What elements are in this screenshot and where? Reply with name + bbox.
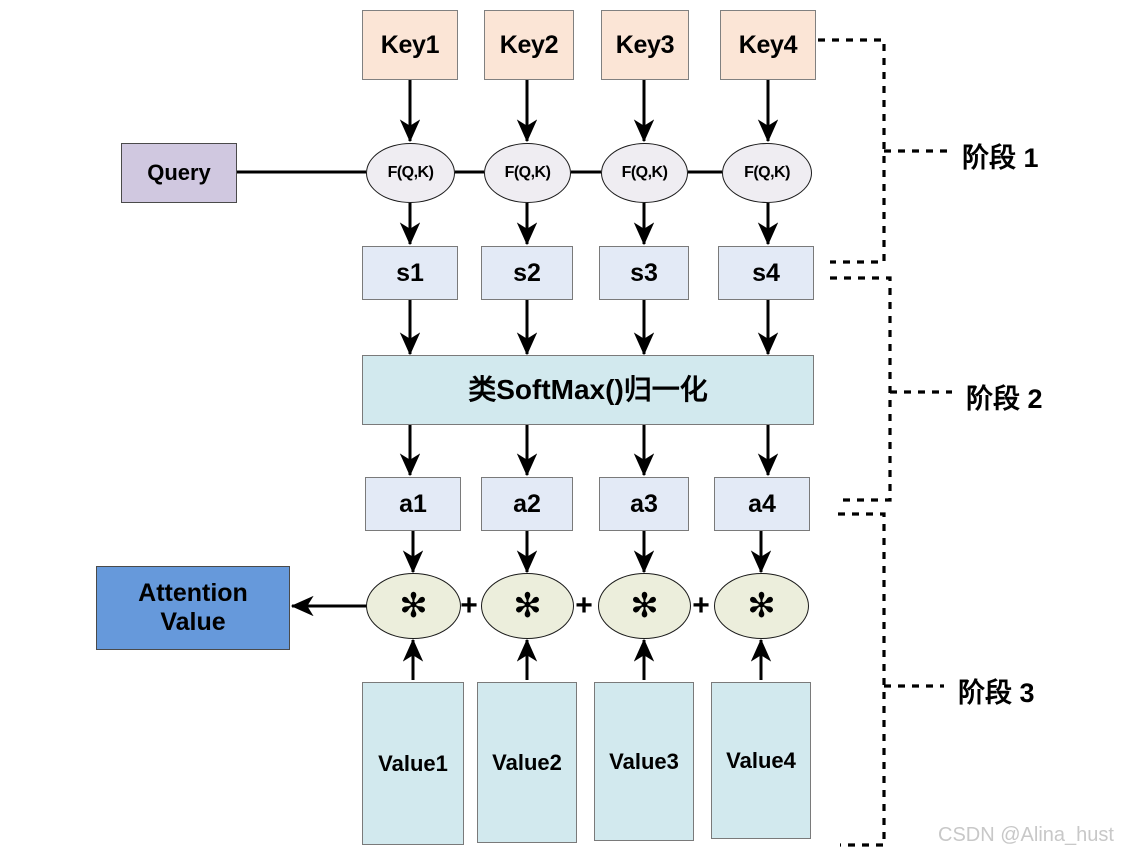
weight-box-1[interactable]: a1 (365, 477, 461, 531)
stage-label-2: 阶段 2 (966, 384, 1043, 414)
key-box-3[interactable]: Key3 (601, 10, 689, 80)
asterisk-icon-3: ✻ (630, 587, 659, 625)
weight-label-1: a1 (399, 489, 427, 518)
stage-2-bracket (830, 276, 952, 502)
asterisk-icon-1: ✻ (399, 587, 428, 625)
multiply-node-1[interactable]: ✻ (366, 573, 461, 639)
value-label-4: Value4 (726, 747, 796, 773)
stage-3-bracket (838, 512, 944, 847)
weight-label-4: a4 (748, 489, 776, 518)
score-box-3[interactable]: s3 (599, 246, 689, 300)
value-box-3[interactable]: Value3 (594, 682, 694, 841)
stage-label-1: 阶段 1 (962, 143, 1039, 173)
multiply-node-4[interactable]: ✻ (714, 573, 809, 639)
plus-label-1: + (460, 589, 478, 622)
softmax-normalization-box[interactable]: 类SoftMax()归一化 (362, 355, 814, 425)
score-label-1: s1 (396, 258, 424, 287)
query-label: Query (147, 160, 211, 186)
multiply-node-2[interactable]: ✻ (481, 573, 574, 639)
stage-1-bracket (818, 38, 948, 264)
key-label-2: Key2 (499, 30, 559, 59)
weight-box-4[interactable]: a4 (714, 477, 810, 531)
key-label-4: Key4 (738, 30, 798, 59)
plus-label-2: + (575, 589, 593, 622)
plus-label-3: + (692, 589, 710, 622)
value-label-2: Value2 (492, 749, 562, 775)
score-label-4: s4 (752, 258, 780, 287)
score-box-4[interactable]: s4 (718, 246, 814, 300)
query-box[interactable]: Query (121, 143, 237, 203)
score-box-2[interactable]: s2 (481, 246, 573, 300)
similarity-node-2[interactable]: F(Q,K) (484, 143, 571, 203)
score-to-softmax-arrows (399, 300, 779, 356)
similarity-node-4[interactable]: F(Q,K) (722, 143, 812, 203)
softmax-to-weight-arrows (399, 425, 779, 477)
similarity-label-3: F(Q,K) (621, 163, 668, 181)
weight-to-multiply-arrows (402, 531, 772, 574)
weight-label-2: a2 (513, 489, 541, 518)
weight-box-2[interactable]: a2 (481, 477, 573, 531)
value-box-2[interactable]: Value2 (477, 682, 577, 843)
plus-sign-3: + (687, 589, 715, 623)
plus-sign-2: + (570, 589, 598, 623)
value-box-4[interactable]: Value4 (711, 682, 811, 839)
key-label-3: Key3 (615, 30, 675, 59)
key-box-1[interactable]: Key1 (362, 10, 458, 80)
key-box-4[interactable]: Key4 (720, 10, 816, 80)
weight-box-3[interactable]: a3 (599, 477, 689, 531)
key-label-1: Key1 (380, 30, 440, 59)
asterisk-icon-2: ✻ (513, 587, 542, 625)
score-label-2: s2 (513, 258, 541, 287)
asterisk-icon-4: ✻ (747, 587, 776, 625)
attention-value-line-1: Attention (138, 579, 248, 608)
fqk-to-score-arrows (399, 203, 779, 246)
weight-label-3: a3 (630, 489, 658, 518)
similarity-node-3[interactable]: F(Q,K) (601, 143, 688, 203)
score-label-3: s3 (630, 258, 658, 287)
softmax-label: 类SoftMax()归一化 (468, 373, 708, 405)
value-label-3: Value3 (609, 748, 679, 774)
value-label-1: Value1 (378, 750, 448, 776)
plus-sign-1: + (455, 589, 483, 623)
stage-label-3: 阶段 3 (958, 678, 1035, 708)
similarity-label-4: F(Q,K) (744, 163, 790, 181)
csdn-watermark: CSDN @Alina_hust (938, 824, 1114, 846)
multiply-node-3[interactable]: ✻ (598, 573, 691, 639)
attention-value-line-2: Value (160, 608, 226, 636)
key-to-fqk-arrows (399, 80, 779, 143)
attention-value-box[interactable]: Attention Value (96, 566, 290, 650)
score-box-1[interactable]: s1 (362, 246, 458, 300)
key-box-2[interactable]: Key2 (484, 10, 574, 80)
similarity-node-1[interactable]: F(Q,K) (366, 143, 455, 203)
value-to-multiply-arrows (402, 638, 772, 680)
similarity-label-2: F(Q,K) (504, 163, 551, 181)
value-box-1[interactable]: Value1 (362, 682, 464, 845)
similarity-label-1: F(Q,K) (387, 163, 434, 181)
